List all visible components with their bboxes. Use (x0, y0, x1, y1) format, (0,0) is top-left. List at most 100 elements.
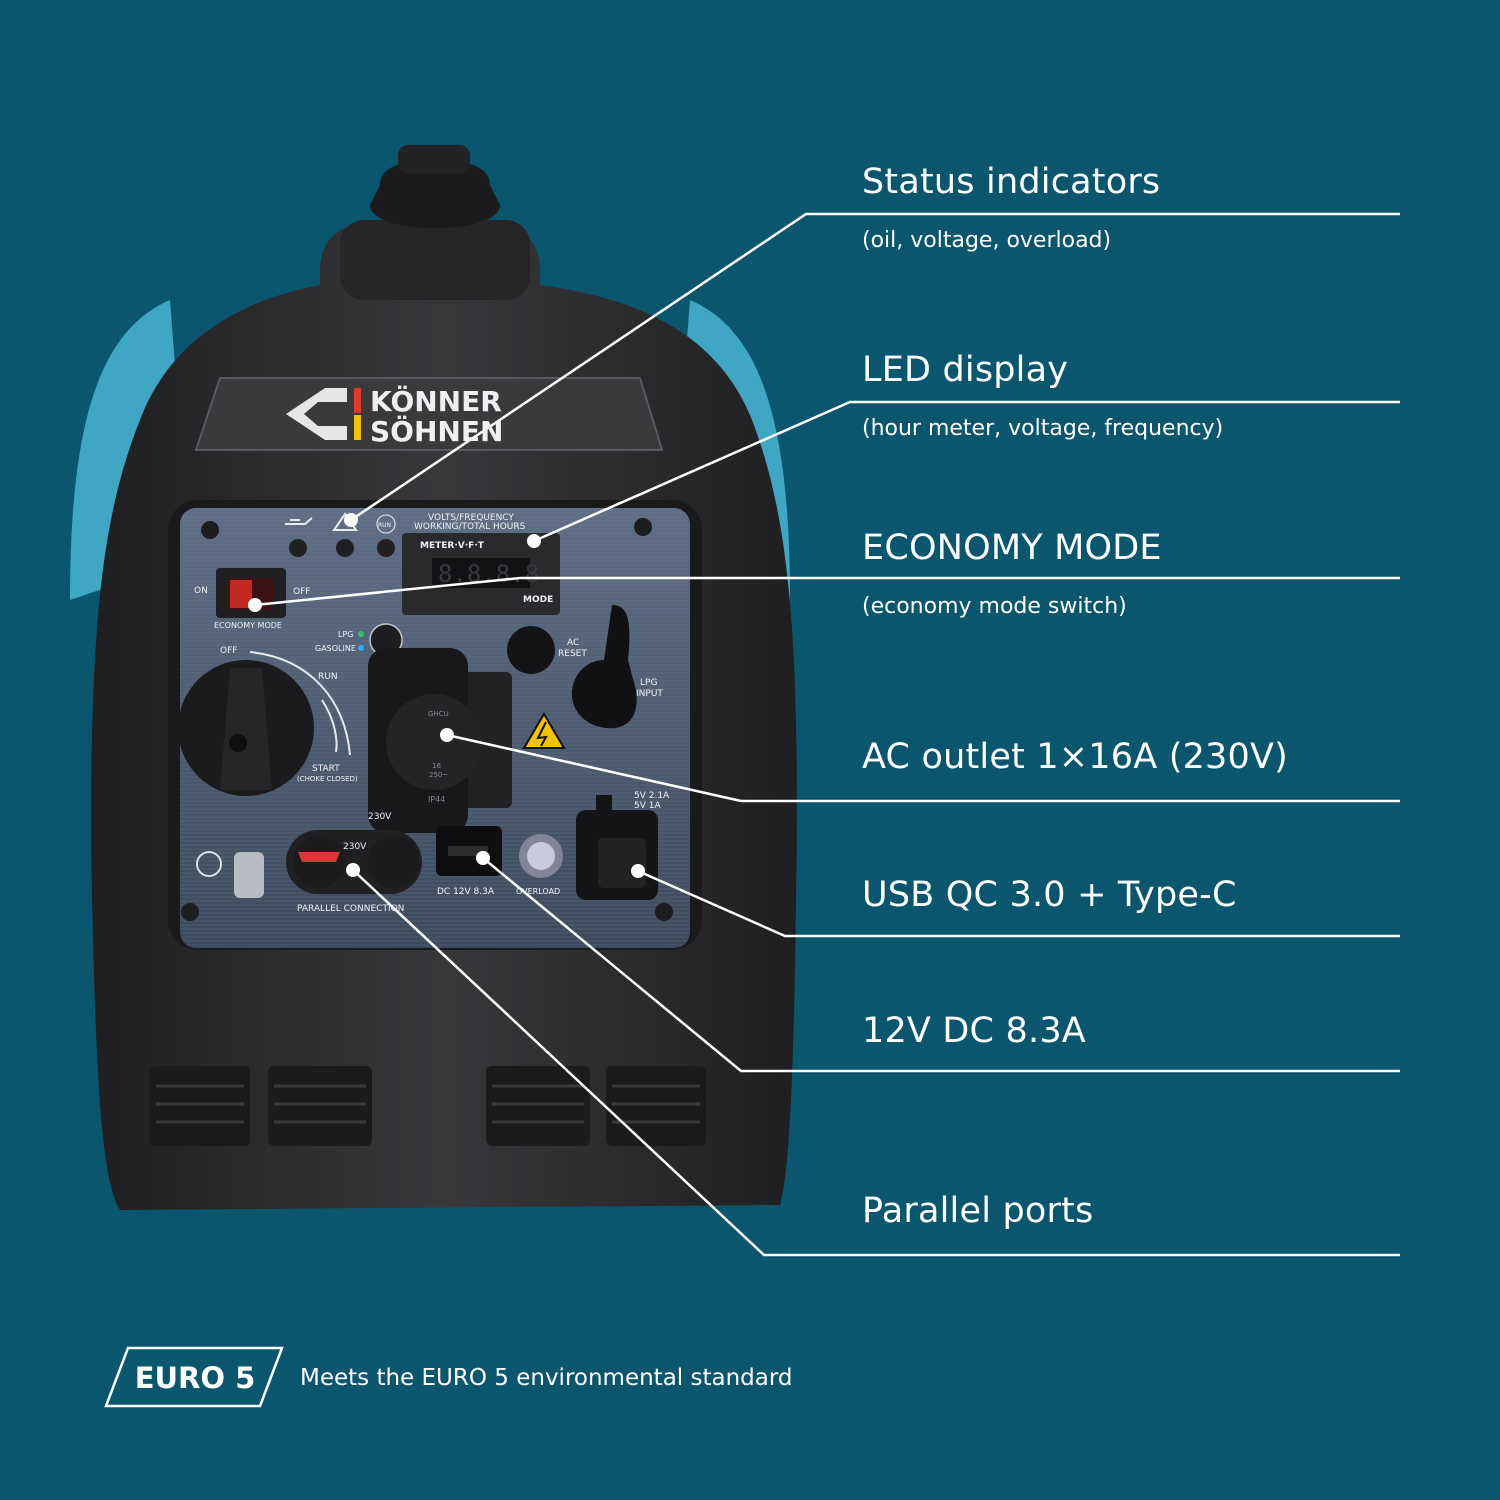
economy-switch-rocker (230, 580, 252, 608)
screw (655, 903, 673, 921)
label-mode: MODE (523, 595, 553, 605)
label-volts-frequency: VOLTS/FREQUENCY (428, 513, 514, 523)
generator-housing (91, 225, 797, 1210)
label-socket-ip: IP44 (428, 795, 445, 804)
ac-outlet-cover (368, 648, 468, 833)
label-ac-reset-2: RESET (558, 649, 587, 659)
parallel-port-housing (286, 830, 422, 894)
label-knob-start: START (312, 764, 340, 774)
brand-logo-yellow-bar (354, 415, 361, 440)
euro-badge-text: EURO 5 (134, 1361, 256, 1395)
feature-title-led-display: LED display (862, 350, 1069, 390)
brand-logo-icon (286, 388, 347, 440)
vent-block (268, 1066, 372, 1146)
label-socket-brand: GHCU (428, 710, 449, 718)
label-working-hours: WORKING/TOTAL HOURS (414, 522, 526, 532)
screw (181, 903, 199, 921)
feature-subtitle-status-indicators: (oil, voltage, overload) (862, 228, 1112, 253)
feature-title-status-indicators: Status indicators (862, 162, 1161, 202)
status-led-warning (336, 539, 354, 557)
label-parallel-voltage: 230V (343, 842, 367, 852)
lpg-led (358, 631, 364, 637)
usb-cover (576, 810, 658, 900)
euro-description: Meets the EURO 5 environmental standard (300, 1365, 793, 1391)
fuel-cap-top (398, 145, 470, 173)
parallel-port-black (368, 836, 420, 888)
feature-subtitle-economy-mode: (economy mode switch) (862, 594, 1127, 619)
label-knob-run: RUN (318, 672, 338, 682)
screw (201, 521, 219, 539)
label-knob-off: OFF (220, 646, 237, 656)
housing-accent-right (670, 300, 790, 600)
run-indicator-ring (376, 514, 396, 534)
label-socket-voltage: 230V (368, 812, 392, 822)
knob-arc-inner (321, 699, 338, 753)
label-economy-mode: ECONOMY MODE (214, 621, 282, 630)
parallel-port-red (293, 836, 345, 888)
euro-badge-frame (104, 1346, 284, 1408)
control-panel-texture (180, 508, 690, 948)
dc-outlet (436, 826, 502, 876)
leader-economy-mode (254, 576, 1400, 607)
screw (634, 518, 652, 536)
handle-neck (340, 220, 530, 300)
vent-slats (156, 1084, 700, 1124)
economy-switch-housing (216, 568, 286, 618)
panel-frame (168, 500, 702, 950)
start-knob (178, 660, 314, 796)
logo-plate (194, 377, 664, 451)
oil-can-icon (285, 517, 313, 525)
feature-title-dc: 12V DC 8.3A (862, 1011, 1086, 1051)
ac-outlet-socket (386, 694, 482, 790)
brand-logo-red-bar (354, 388, 361, 413)
dc-outlet-slot (448, 846, 488, 856)
feature-title-parallel-ports: Parallel ports (862, 1191, 1094, 1231)
led-display-housing (402, 533, 560, 615)
label-meter: METER·V·F·T (420, 541, 485, 551)
brand-logo-line1: KÖNNER (370, 384, 502, 418)
vent-block (606, 1066, 706, 1146)
feature-title-ac-outlet: AC outlet 1×16A (230V) (862, 737, 1288, 777)
ac-outlet-frame (372, 672, 512, 808)
feature-title-usb: USB QC 3.0 + Type-C (862, 875, 1237, 915)
label-lpg: LPG (338, 630, 353, 639)
ground-terminal (234, 852, 264, 898)
label-usb-rating-2: 5V 1A (634, 801, 661, 811)
label-lpg-input-1: LPG (640, 678, 657, 688)
brand-logo-line2: SÖHNEN (370, 414, 503, 448)
control-panel (180, 508, 690, 948)
label-gasoline: GASOLINE (315, 644, 356, 653)
label-ac-reset-1: AC (567, 638, 579, 648)
label-choke: (CHOKE CLOSED) (297, 775, 358, 783)
usb-port (598, 838, 646, 888)
led-display-screen (432, 558, 530, 588)
label-socket-rating-1: 16 (432, 762, 441, 770)
warning-icon (332, 512, 358, 531)
start-knob-grip (220, 668, 272, 790)
hazard-icon (522, 712, 566, 749)
label-lpg-input-2: INPUT (636, 689, 663, 699)
label-parallel-connection: PARALLEL CONNECTION (297, 904, 404, 914)
feature-title-economy-mode: ECONOMY MODE (862, 528, 1162, 568)
vent-block (150, 1066, 250, 1146)
knob-arc (249, 651, 351, 756)
label-dc: DC 12V 8.3A (437, 887, 495, 897)
status-led-run (377, 539, 395, 557)
label-socket-rating-2: 250~ (429, 771, 448, 779)
vent-block (486, 1066, 590, 1146)
overload-fuse-cap (527, 842, 555, 870)
ac-reset-button (507, 626, 555, 674)
label-run-small: RUN (378, 522, 391, 529)
led-display-digits: 8.8.8.8 (438, 560, 539, 588)
gasoline-led (358, 645, 364, 651)
hazard-bolt (536, 721, 548, 747)
economy-switch (228, 578, 274, 610)
fuel-selector-button (369, 623, 403, 657)
callout-dots (248, 513, 645, 878)
fuel-cap (370, 160, 500, 228)
usb-cover-tab (596, 795, 612, 830)
overload-fuse (519, 834, 563, 878)
lpg-input-cap (571, 605, 637, 729)
label-on: ON (194, 586, 208, 596)
